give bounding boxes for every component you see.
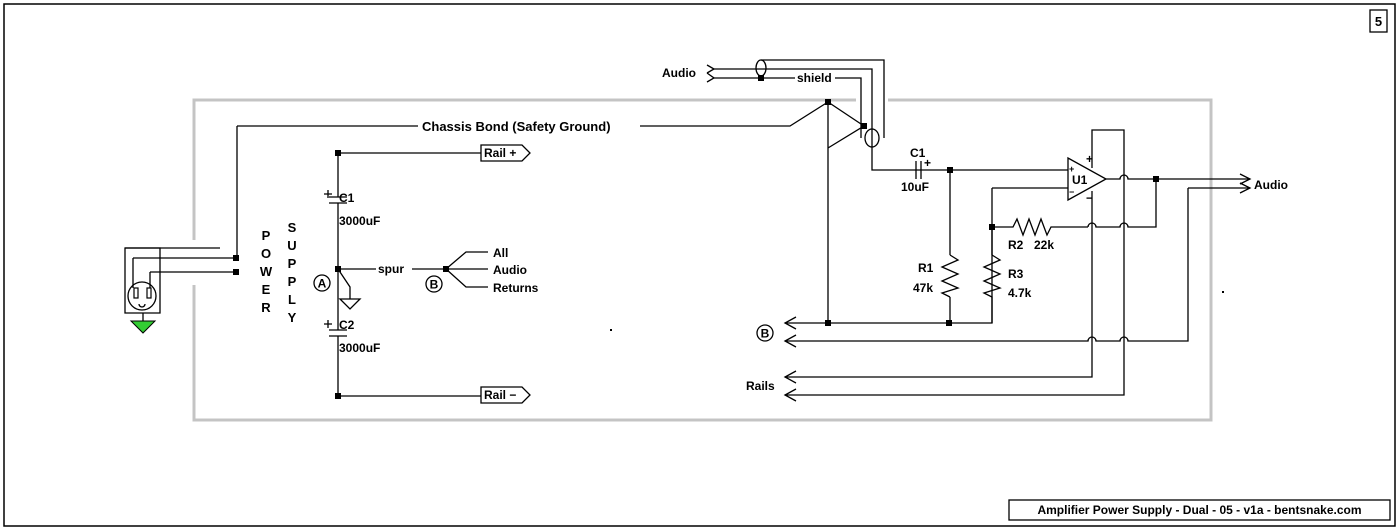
page-number: 5 (1375, 14, 1382, 29)
svg-text:E: E (262, 282, 271, 297)
supply-label: S U P P L Y (287, 220, 296, 325)
audio-return-arrow (783, 334, 797, 348)
spur-all-label: All (493, 246, 508, 260)
svg-text:O: O (261, 246, 271, 261)
opamp-u1 (1067, 156, 1108, 202)
title-block-box (1008, 499, 1391, 521)
r3-label: R3 (1008, 267, 1024, 281)
svg-text:P: P (262, 228, 271, 243)
r1-value: 47k (913, 281, 933, 295)
u1-supply-plus: + (1086, 152, 1093, 166)
title-block: Amplifier Power Supply - Dual - 05 - v1a… (1037, 503, 1361, 517)
shield-cable-ferrule (755, 59, 767, 77)
svg-text:W: W (260, 264, 273, 279)
node-a-marker (313, 274, 331, 292)
svg-text:P: P (288, 274, 297, 289)
r2-label: R2 (1008, 238, 1024, 252)
chassis-bond-wire (237, 101, 865, 127)
svg-text:Y: Y (288, 310, 297, 325)
c2-supply-label: C2 (339, 318, 355, 332)
c2-supply-value: 3000uF (339, 341, 380, 355)
c1-amp-value: 10uF (901, 180, 929, 194)
drawing-border (3, 3, 1396, 527)
audio-output-label: Audio (1254, 178, 1288, 192)
ground-symbol (338, 298, 362, 310)
svg-text:S: S (288, 220, 297, 235)
rail-minus-label: Rail − (484, 388, 516, 402)
audio-input-arrow-2 (706, 72, 716, 83)
u1-in-minus: − (1069, 187, 1074, 197)
node-b-label: B (430, 278, 439, 292)
svg-text:U: U (287, 238, 296, 253)
b-return-arrow (783, 316, 797, 330)
page-number-box (1369, 9, 1388, 33)
r3-resistor (982, 254, 1002, 323)
node-b-return-label: B (761, 327, 770, 341)
rails-arrow-1 (783, 370, 797, 384)
spur-label: spur (378, 262, 404, 276)
c1-amp-plus: + (924, 156, 931, 170)
c1-supply-label: C1 (339, 191, 355, 205)
svg-text:R: R (261, 300, 271, 315)
u1-label: U1 (1072, 173, 1088, 187)
r1-resistor (940, 254, 960, 298)
audio-output-arrow-2 (1239, 182, 1252, 194)
earth-ground-symbol (129, 320, 157, 334)
c1-supply-value: 3000uF (339, 214, 380, 228)
power-label: P O W E R (260, 228, 273, 315)
rails-label: Rails (746, 379, 775, 393)
r3-value: 4.7k (1008, 286, 1032, 300)
opamp-negative-rail (785, 191, 1093, 378)
opamp-positive-rail (785, 129, 1125, 396)
audio-input-label: Audio (662, 66, 696, 80)
u1-in-plus: + (1069, 164, 1074, 174)
chassis-outline (192, 98, 1213, 422)
supply-capacitors (324, 150, 347, 399)
spur-returns-label: Returns (493, 281, 539, 295)
svg-text:P: P (288, 256, 297, 271)
audio-output-wire (1106, 174, 1250, 180)
audio-input-arrow-1 (706, 64, 716, 74)
r1-label: R1 (918, 261, 934, 275)
rails-arrow-2 (783, 388, 797, 402)
shield-label: shield (797, 71, 832, 85)
node-b-return-marker (756, 324, 774, 342)
node-b-marker (425, 275, 443, 293)
audio-output-arrow-1 (1239, 173, 1252, 185)
c1-coupling-capacitor (915, 161, 922, 179)
r2-resistor (992, 217, 1088, 237)
shield-cable-end (864, 128, 880, 148)
rail-minus-connector (480, 386, 531, 404)
chassis-bond-label: Chassis Bond (Safety Ground) (422, 119, 611, 134)
svg-text:L: L (288, 292, 296, 307)
ac-inlet (124, 126, 239, 314)
node-a-label: A (318, 277, 327, 291)
r2-value: 22k (1034, 238, 1054, 252)
rail-plus-label: Rail + (484, 146, 516, 160)
c1-amp-label: C1 (910, 146, 926, 160)
u1-supply-minus: − (1086, 191, 1093, 205)
ground-bus (827, 102, 865, 323)
spur-audio-label: Audio (493, 263, 527, 277)
rail-plus-connector (480, 144, 531, 162)
